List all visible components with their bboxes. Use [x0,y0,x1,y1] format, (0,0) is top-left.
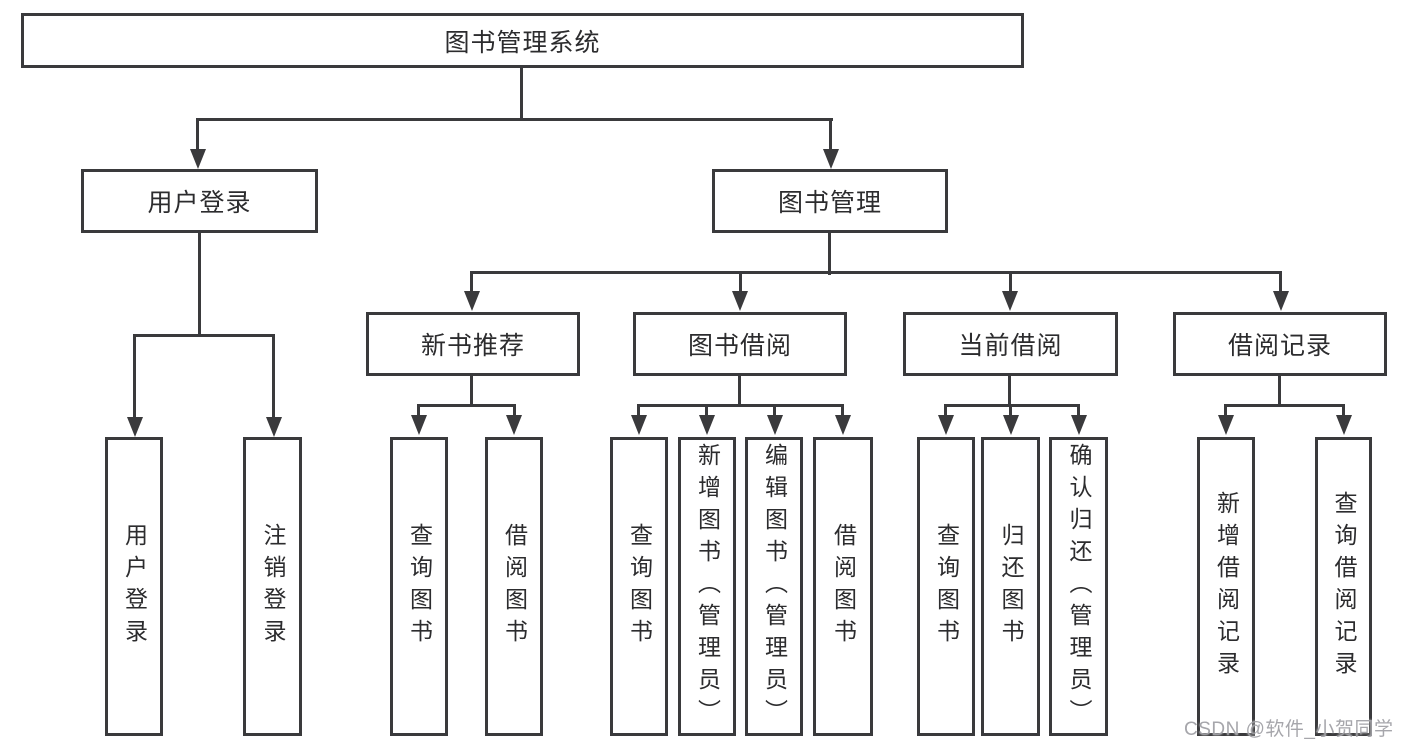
leaf-query-books-current: 查询图书 [917,437,975,736]
connector-line [1077,404,1080,417]
leaf-return-books-label: 归还图书 [998,522,1024,651]
connector-line [513,404,516,417]
node-book-management-label: 图书管理 [777,189,882,217]
leaf-borrow-books: 借阅图书 [813,437,873,736]
arrow-down-icon [1002,291,1018,311]
node-current-borrow-label: 当前借阅 [958,332,1063,360]
node-book-management: 图书管理 [712,169,948,233]
connector-line [1224,404,1345,407]
leaf-query-books-borrow-label: 查询图书 [626,522,653,651]
connector-line [133,334,275,337]
connector-line [470,271,1282,274]
node-borrow-records-label: 借阅记录 [1227,332,1332,360]
connector-line [828,233,831,275]
arrow-down-icon [699,415,715,435]
leaf-query-books-borrow: 查询图书 [610,437,668,736]
connector-line [944,404,1080,407]
leaf-add-books-admin-label: 新增图书（管理员） [694,442,721,731]
leaf-edit-books-admin: 编辑图书（管理员） [745,437,803,736]
leaf-query-books-recommend: 查询图书 [390,437,448,736]
connector-line [520,68,523,120]
leaf-confirm-return-admin: 确认归还（管理员） [1049,437,1108,736]
leaf-borrow-books-recommend-label: 借阅图书 [501,522,528,651]
csdn-watermark: CSDN @软件_小贺同学 [1184,719,1394,740]
connector-line [196,118,833,121]
arrow-down-icon [127,417,143,437]
arrow-down-icon [506,415,522,435]
leaf-user-login: 用户登录 [105,437,163,736]
leaf-query-books-current-label: 查询图书 [933,522,960,651]
arrow-down-icon [767,415,783,435]
node-book-borrow-label: 图书借阅 [687,332,792,360]
leaf-borrow-books-recommend: 借阅图书 [485,437,543,736]
node-current-borrow: 当前借阅 [903,312,1118,376]
leaf-borrow-books-label: 借阅图书 [830,522,857,651]
connector-line [417,404,420,417]
arrow-down-icon [938,415,954,435]
connector-line [829,118,832,152]
leaf-add-borrow-record: 新增借阅记录 [1197,437,1255,736]
connector-line [198,233,201,337]
arrow-down-icon [190,149,206,169]
connector-line [1009,404,1012,417]
connector-line [1342,404,1345,417]
arrow-down-icon [1273,291,1289,311]
node-user-login: 用户登录 [81,169,318,233]
leaf-query-books-recommend-label: 查询图书 [406,522,433,651]
leaf-user-login-label: 用户登录 [121,522,148,651]
connector-line [773,404,776,417]
connector-line [470,376,473,407]
arrow-down-icon [1218,415,1234,435]
arrow-down-icon [835,415,851,435]
node-borrow-records: 借阅记录 [1173,312,1387,376]
node-new-book-recommend-label: 新书推荐 [420,332,525,360]
leaf-confirm-return-admin-label: 确认归还（管理员） [1066,442,1092,731]
arrow-down-icon [1336,415,1352,435]
arrow-down-icon [631,415,647,435]
connector-line [1278,376,1281,407]
connector-line [739,271,742,293]
leaf-logout-label: 注销登录 [260,522,286,651]
leaf-query-borrow-record-label: 查询借阅记录 [1331,490,1357,683]
connector-line [1008,376,1011,407]
connector-line [637,404,640,417]
connector-line [272,334,275,419]
arrow-down-icon [823,149,839,169]
connector-line [637,404,844,407]
connector-line [705,404,708,417]
leaf-logout: 注销登录 [243,437,302,736]
arrow-down-icon [732,291,748,311]
connector-line [196,118,199,152]
arrow-down-icon [411,415,427,435]
node-user-login-label: 用户登录 [147,189,252,217]
arrow-down-icon [1003,415,1019,435]
connector-line [1279,271,1282,293]
arrow-down-icon [1071,415,1087,435]
leaf-query-borrow-record: 查询借阅记录 [1315,437,1372,736]
connector-line [417,404,516,407]
node-book-borrow: 图书借阅 [633,312,847,376]
connector-line [738,376,741,407]
leaf-return-books: 归还图书 [981,437,1040,736]
connector-line [1224,404,1227,417]
connector-line [470,271,473,293]
leaf-add-borrow-record-label: 新增借阅记录 [1213,490,1240,683]
leaf-add-books-admin: 新增图书（管理员） [678,437,736,736]
arrow-down-icon [464,291,480,311]
leaf-edit-books-admin-label: 编辑图书（管理员） [761,442,788,731]
connector-line [944,404,947,417]
node-library-system-label: 图书管理系统 [444,28,601,57]
connector-line [133,334,136,419]
arrow-down-icon [266,417,282,437]
node-new-book-recommend: 新书推荐 [366,312,580,376]
connector-line [1009,271,1012,293]
connector-line [841,404,844,417]
node-library-system: 图书管理系统 [21,13,1024,68]
